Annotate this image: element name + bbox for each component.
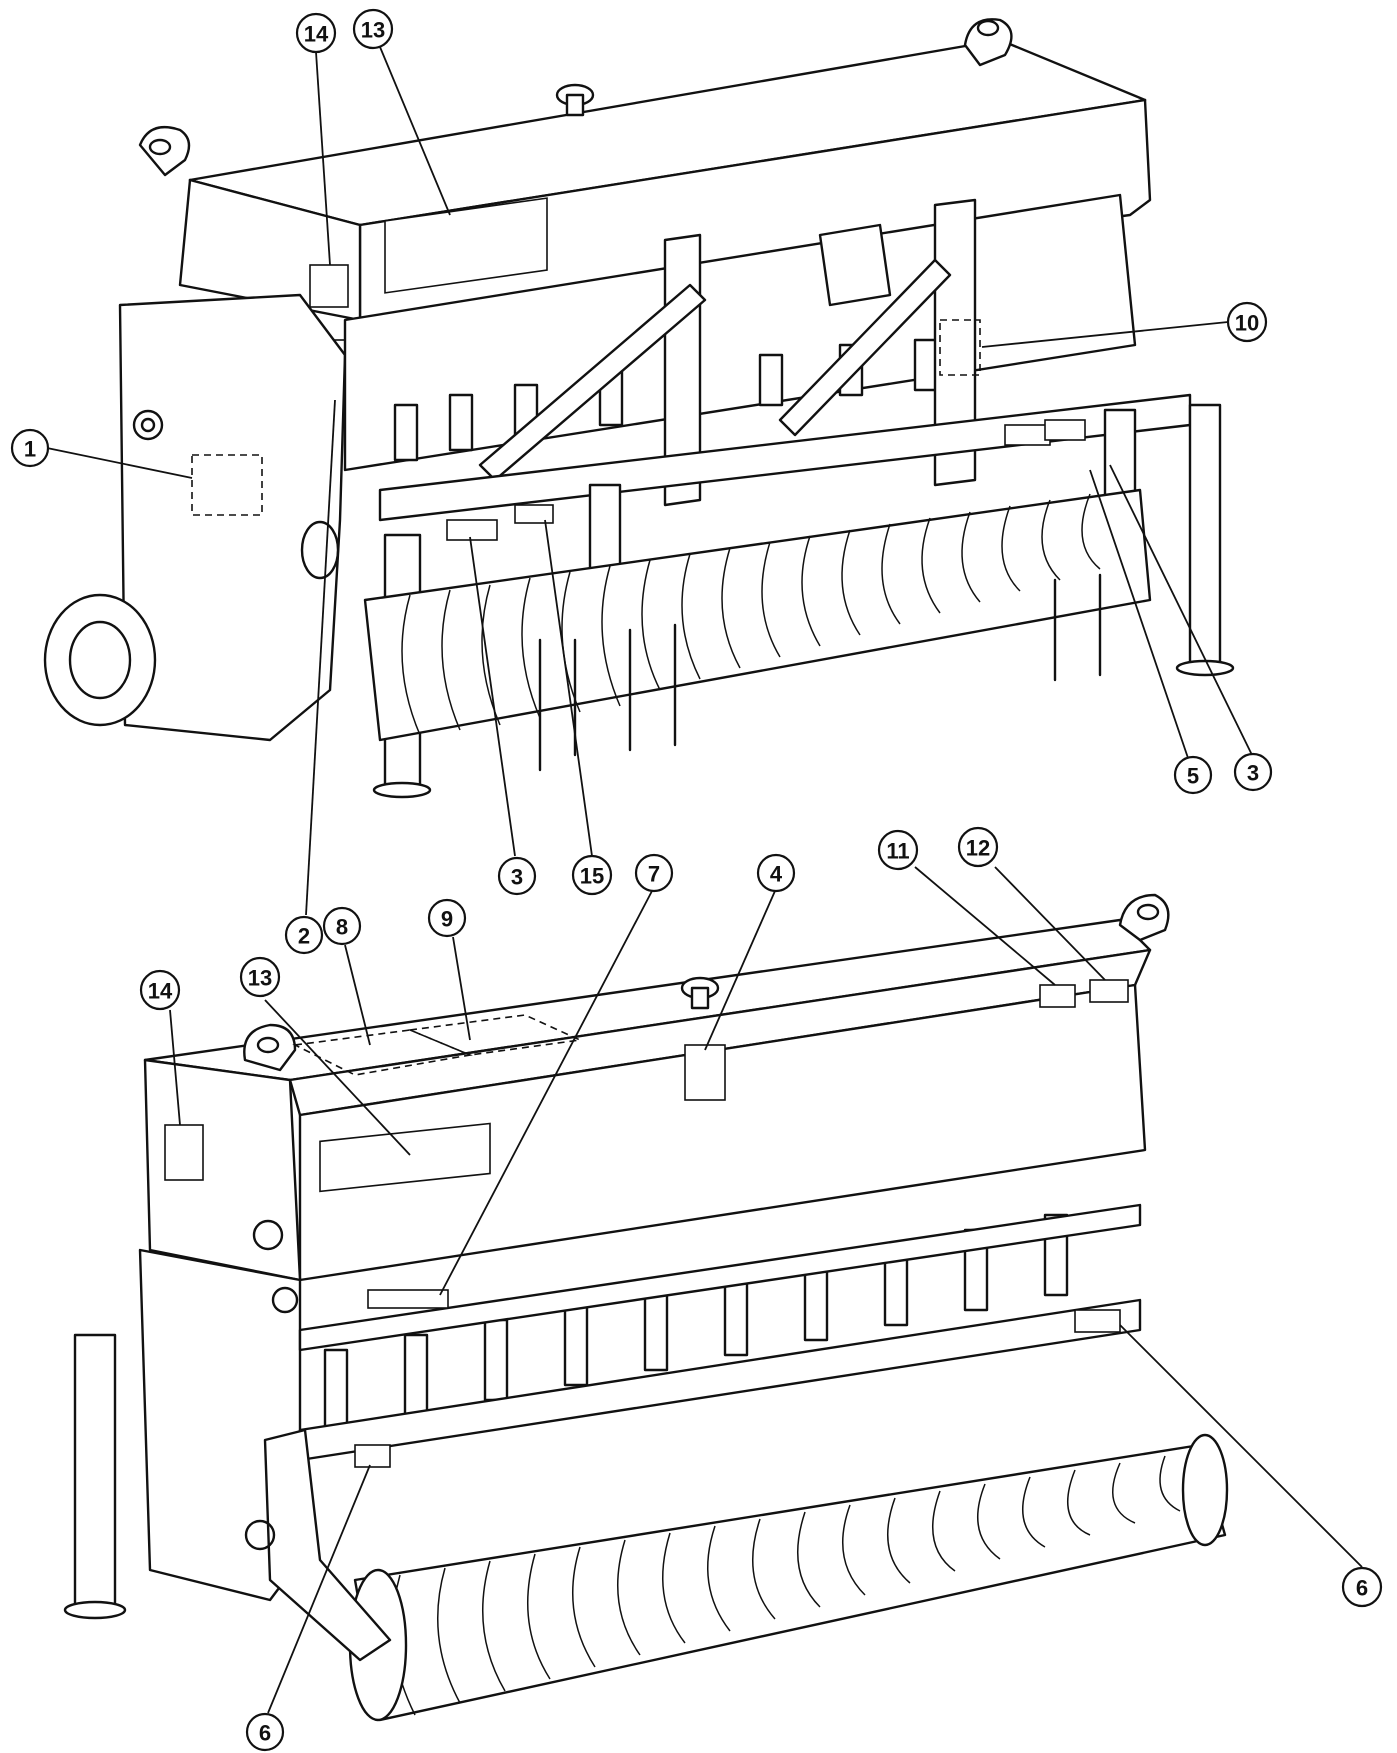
svg-text:6: 6 <box>259 1721 271 1746</box>
svg-text:1: 1 <box>24 437 36 462</box>
bottom-machine-drawing <box>63 893 1229 1722</box>
packer-roller-bottom <box>353 1443 1227 1722</box>
svg-text:3: 3 <box>511 865 523 890</box>
callout-7: 7 <box>634 853 674 893</box>
callout-8: 8 <box>322 906 362 946</box>
svg-text:7: 7 <box>648 862 660 887</box>
packer-roller-top <box>363 488 1152 742</box>
svg-text:11: 11 <box>886 839 909 864</box>
callout-3-mid: 3 <box>497 856 537 896</box>
callout-4: 4 <box>756 853 796 893</box>
callout-10: 10 <box>1226 301 1268 343</box>
callout-2: 2 <box>284 915 324 955</box>
callout-6-right: 6 <box>1341 1566 1383 1608</box>
svg-text:14: 14 <box>148 979 173 1004</box>
svg-text:3: 3 <box>1247 761 1259 786</box>
leader-lines <box>46 46 1363 1714</box>
callout-13-top: 13 <box>352 8 394 50</box>
callout-1: 1 <box>10 428 50 468</box>
svg-text:4: 4 <box>770 862 783 887</box>
callout-14-bottom: 14 <box>139 969 181 1011</box>
svg-text:13: 13 <box>248 966 272 991</box>
svg-text:14: 14 <box>304 22 329 47</box>
callout-14-top: 14 <box>295 12 337 54</box>
callout-3-right: 3 <box>1233 752 1273 792</box>
top-machine-drawing <box>43 18 1235 799</box>
callout-15: 15 <box>571 854 613 896</box>
svg-text:13: 13 <box>361 18 385 43</box>
callout-6-bottom: 6 <box>245 1712 285 1752</box>
callout-13-bottom: 13 <box>239 956 281 998</box>
svg-text:15: 15 <box>580 864 604 889</box>
svg-text:8: 8 <box>336 915 348 940</box>
callout-5: 5 <box>1173 755 1213 795</box>
svg-text:12: 12 <box>966 836 990 861</box>
svg-text:6: 6 <box>1356 1576 1368 1601</box>
svg-text:2: 2 <box>298 924 310 949</box>
callout-9: 9 <box>427 898 467 938</box>
callout-12: 12 <box>957 826 999 868</box>
callout-11: 11 <box>877 829 919 871</box>
svg-text:9: 9 <box>441 907 453 932</box>
svg-text:10: 10 <box>1235 311 1259 336</box>
svg-text:5: 5 <box>1187 764 1199 789</box>
